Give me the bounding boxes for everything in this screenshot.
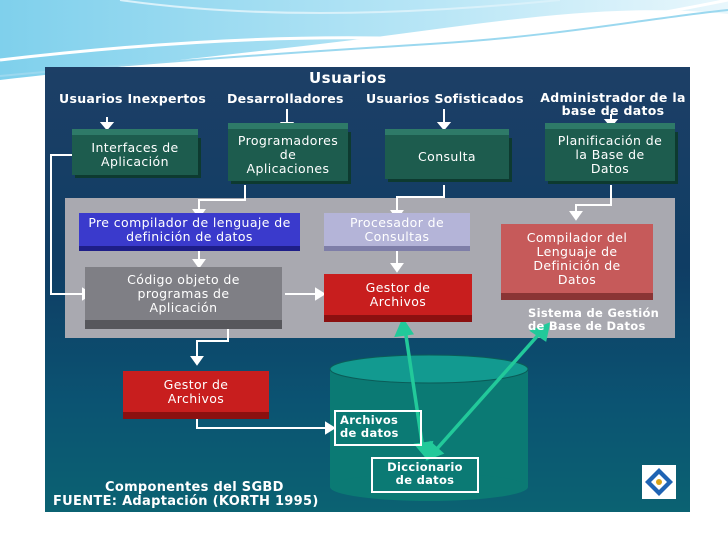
user-type-desarrolladores: Desarrolladores	[227, 91, 344, 106]
logo-icon	[642, 465, 676, 499]
label-archivos-de-datos: Archivos de datos	[334, 410, 422, 446]
box-programadores-aplicaciones: Programadores de Aplicaciones	[228, 123, 348, 181]
box-precompilador: Pre compilador de lenguaje de definición…	[79, 213, 300, 251]
header-wave-decoration	[0, 0, 728, 80]
caption-fuente: FUENTE: Adaptación (KORTH 1995)	[53, 494, 319, 509]
user-type-inexpertos: Usuarios Inexpertos	[59, 91, 207, 106]
box-interfaces-aplicacion: Interfaces de Aplicación	[72, 129, 198, 175]
box-codigo-objeto: Código objeto de programas de Aplicación	[85, 267, 282, 329]
label-diccionario-de-datos: Diccionario de datos	[371, 457, 479, 493]
box-gestor-archivos: Gestor de Archivos	[123, 371, 269, 419]
caption-componentes: Componentes del SGBD	[105, 480, 284, 495]
box-gestor-archivos-sgbd: Gestor de Archivos	[324, 274, 472, 322]
user-type-administrador: Administrador de la base de datos	[540, 90, 686, 118]
sgbd-diagram-panel: Usuarios Usuarios Inexpertos Desarrollad…	[45, 67, 690, 512]
box-procesador-consultas: Procesador de Consultas	[324, 213, 470, 251]
diagram-title: Usuarios	[309, 69, 387, 87]
box-consulta: Consulta	[385, 129, 509, 179]
label-sistema-gestion: Sistema de Gestión de Base de Datos	[528, 306, 660, 333]
box-compilador-ddl: Compilador del Lenguaje de Definición de…	[501, 224, 653, 300]
box-planificacion-base-datos: Planificación de la Base de Datos	[545, 123, 675, 181]
user-type-sofisticados: Usuarios Sofisticados	[366, 91, 524, 106]
